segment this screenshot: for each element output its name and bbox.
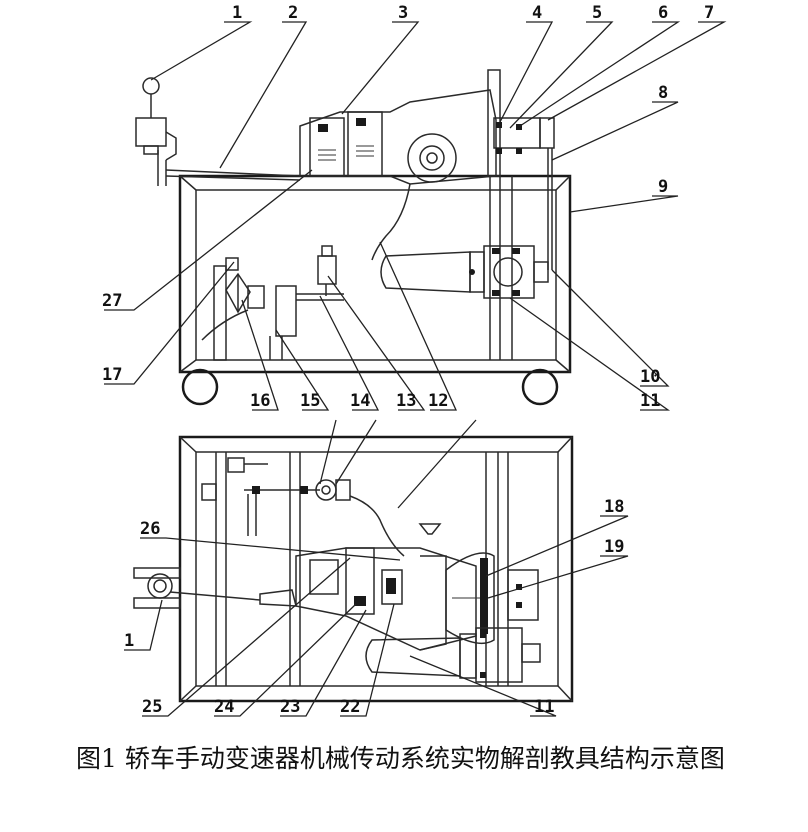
cart-frame-inner [195,189,557,361]
callout-23: 23 [280,697,300,717]
leader-lines-top [104,21,727,411]
callout-22: 22 [340,697,360,717]
clutch-disc [445,552,539,645]
callout-19: 19 [604,537,624,557]
brake-assembly [201,257,265,361]
shift-cable-lower [165,175,301,181]
callout-6: 6 [658,3,668,23]
callout-2: 2 [288,3,298,23]
callout-3: 3 [398,3,408,23]
callout-7: 7 [704,3,714,23]
funnel [418,523,442,535]
shift-cable-plan [169,591,261,601]
frame-corner [179,685,197,702]
top-view [104,21,727,411]
gear-shifter [135,77,177,186]
callout-16: 16 [250,391,270,411]
frame-corner [179,359,197,373]
frame-corner [557,436,573,453]
callout-9: 9 [658,177,668,197]
plan-frame-outer [178,435,574,703]
plan-frame-inner [195,451,559,687]
wire [371,183,411,261]
callout-10: 10 [640,367,660,387]
shift-cable [165,169,301,177]
callout-14: 14 [350,391,370,411]
callout-8: 8 [658,83,668,103]
electric-motor [380,245,549,299]
callout-18: 18 [604,497,624,517]
callout-1: 1 [232,3,242,23]
shaft-stand [269,285,344,360]
callout-12: 12 [428,391,448,411]
clutch-bracket [487,69,555,270]
callout-15: 15 [300,391,320,411]
leader-lines-bottom [124,419,629,717]
callout-11-plan: 11 [534,697,554,717]
wire-plan [349,495,405,557]
callout-26: 26 [140,519,160,539]
frame-corner [555,359,571,373]
callout-13: 13 [396,391,416,411]
callout-11: 11 [640,391,660,411]
figure-caption: 图1 轿车手动变速器机械传动系统实物解剖教具结构示意图 [76,744,725,773]
linkage-plan [201,457,351,536]
callout-4: 4 [532,3,542,23]
wheel-right [521,368,559,406]
transmission-housing [299,89,497,185]
callout-5: 5 [592,3,602,23]
switch-box [317,245,337,296]
frame-corner [557,685,573,702]
schematic-drawing: 1 2 3 4 5 6 7 8 9 27 17 16 15 14 13 12 1… [102,3,727,717]
frame-corner [555,175,571,191]
callout-numbers: 1 2 3 4 5 6 7 8 9 27 17 16 15 14 13 12 1… [102,3,714,717]
callout-27: 27 [102,291,122,311]
shifter-plan [133,567,181,609]
frame-corner [179,436,197,453]
callout-1-plan: 1 [124,631,134,651]
wheel-left [181,368,219,406]
callout-25: 25 [142,697,162,717]
callout-24: 24 [214,697,234,717]
bottom-view [124,419,629,717]
frame-corner [179,175,197,191]
motor-plan [365,627,541,683]
callout-17: 17 [102,365,122,385]
